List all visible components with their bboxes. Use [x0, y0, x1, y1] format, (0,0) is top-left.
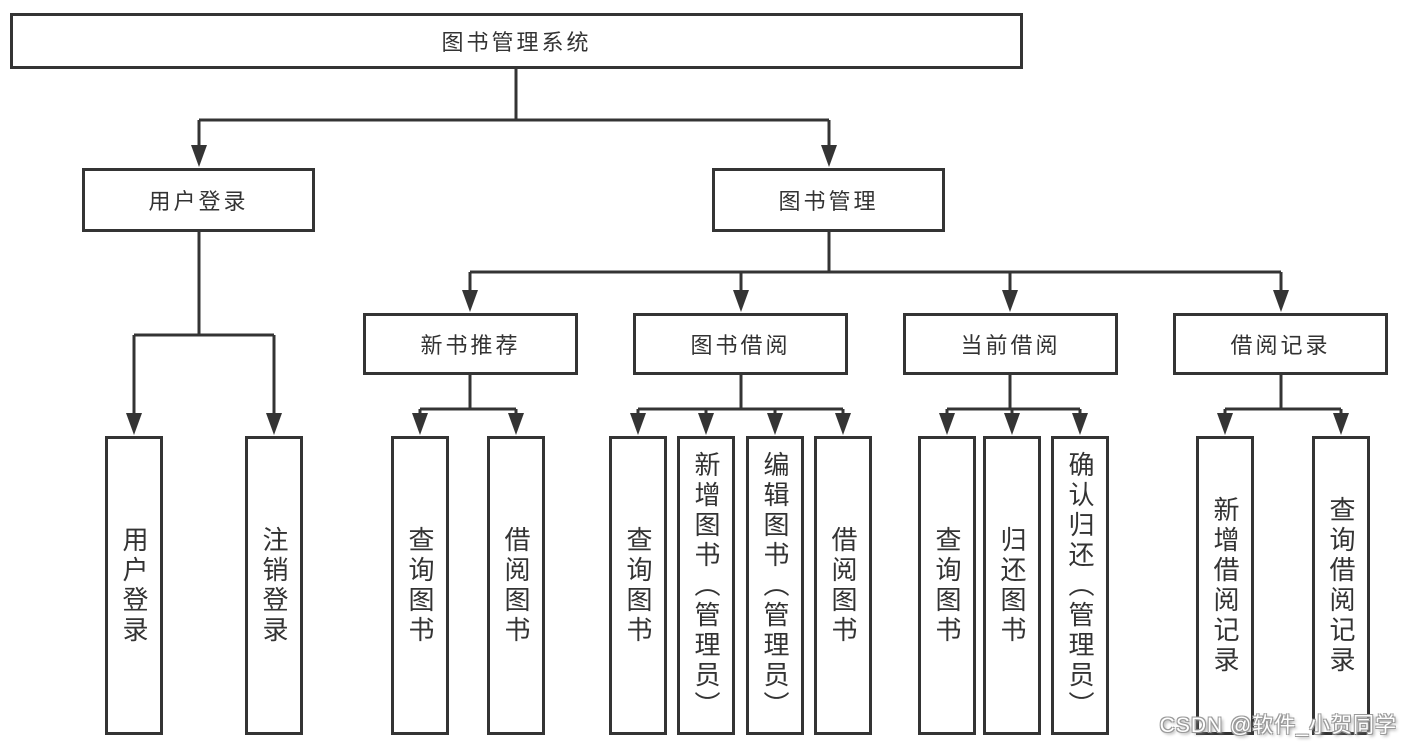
arrow-down-icon [1002, 290, 1018, 312]
arrow-down-icon [733, 290, 749, 312]
node-book-management: 图书管理 [712, 168, 945, 232]
arrow-down-icon [462, 290, 478, 312]
node-book-borrowing: 图书借阅 [633, 313, 848, 375]
node-label: 图书管理系统 [441, 30, 592, 55]
node-label: 查询图书 [932, 525, 962, 646]
node-label: 图书借阅 [690, 333, 791, 358]
node-borrowing-records: 借阅记录 [1173, 313, 1388, 375]
node-label: 借阅图书 [501, 525, 531, 646]
arrowheads [126, 145, 1349, 435]
node-label: 图书管理 [778, 189, 879, 214]
arrow-down-icon [767, 413, 783, 435]
node-label: 借阅记录 [1230, 333, 1331, 358]
arrow-down-icon [1273, 290, 1289, 312]
arrow-down-icon [266, 413, 282, 435]
arrow-down-icon [412, 413, 428, 435]
edges-root [197, 69, 831, 147]
arrow-down-icon [191, 145, 207, 167]
leaf-user-login: 用户登录 [105, 436, 163, 735]
leaf-query-books-current: 查询图书 [918, 436, 976, 735]
edges-book-borrowing [636, 375, 845, 415]
node-label: 查询借阅记录 [1326, 495, 1356, 676]
arrow-down-icon [1004, 413, 1020, 435]
leaf-edit-book-admin: 编辑图书（管理员） [746, 436, 804, 735]
node-label: 借阅图书 [828, 525, 858, 646]
node-label: 确认归还（管理员） [1065, 450, 1095, 721]
node-label: 查询图书 [405, 525, 435, 646]
arrow-down-icon [835, 413, 851, 435]
node-label: 新增借阅记录 [1210, 495, 1240, 676]
leaf-query-books-borrowing: 查询图书 [609, 436, 667, 735]
node-label: 用户登录 [119, 525, 149, 646]
arrow-down-icon [508, 413, 524, 435]
node-label: 归还图书 [997, 525, 1027, 646]
arrow-down-icon [1333, 413, 1349, 435]
watermark: CSDN @软件_小贺同学 [1159, 714, 1397, 737]
leaf-add-book-admin: 新增图书（管理员） [677, 436, 735, 735]
leaf-query-books-recommendation: 查询图书 [391, 436, 449, 735]
node-label: 新增图书（管理员） [691, 450, 721, 721]
edges-current-borrowing [945, 375, 1082, 415]
arrow-down-icon [1072, 413, 1088, 435]
arrow-down-icon [126, 413, 142, 435]
node-user-login: 用户登录 [82, 168, 315, 232]
node-current-borrowing: 当前借阅 [903, 313, 1118, 375]
edges-book-management [468, 232, 1283, 292]
arrow-down-icon [939, 413, 955, 435]
node-label: 注销登录 [259, 525, 289, 646]
edges-user-login [132, 232, 276, 415]
leaf-logout: 注销登录 [245, 436, 303, 735]
leaf-add-borrow-record: 新增借阅记录 [1196, 436, 1254, 735]
node-label: 新书推荐 [420, 333, 521, 358]
leaf-confirm-return-admin: 确认归还（管理员） [1051, 436, 1109, 735]
arrow-down-icon [1217, 413, 1233, 435]
arrow-down-icon [630, 413, 646, 435]
node-label: 当前借阅 [960, 333, 1061, 358]
edges-new-book-recommendation [418, 375, 518, 415]
leaf-query-borrow-record: 查询借阅记录 [1312, 436, 1370, 735]
leaf-borrow-books-borrowing: 借阅图书 [814, 436, 872, 735]
arrow-down-icon [698, 413, 714, 435]
leaf-borrow-books-recommendation: 借阅图书 [487, 436, 545, 735]
edges-borrowing-records [1223, 375, 1343, 415]
arrow-down-icon [821, 145, 837, 167]
node-label: 用户登录 [148, 189, 249, 214]
leaf-return-books: 归还图书 [983, 436, 1041, 735]
node-library-management-system: 图书管理系统 [10, 13, 1023, 69]
node-new-book-recommendation: 新书推荐 [363, 313, 578, 375]
node-label: 查询图书 [623, 525, 653, 646]
node-label: 编辑图书（管理员） [760, 450, 790, 721]
